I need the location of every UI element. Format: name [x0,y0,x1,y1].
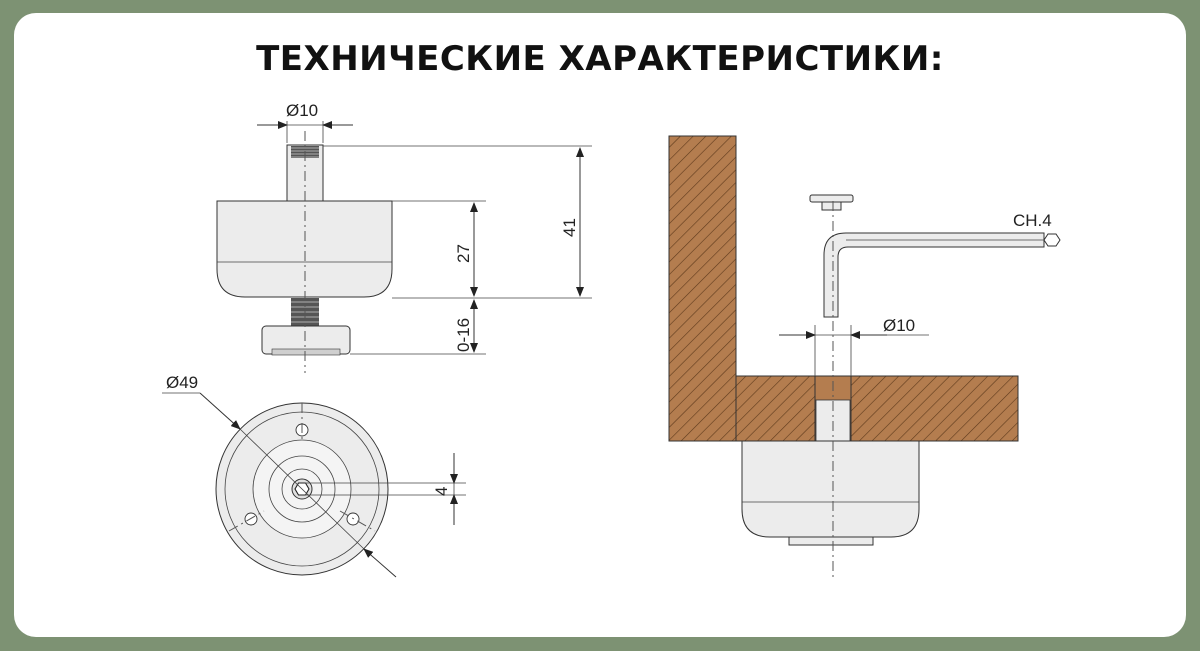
hex-size-label: 4 [432,487,451,496]
foot-body [216,200,393,298]
total-height-label: 41 [560,218,579,237]
technical-drawing: Ø10 41 27 0-16 [162,101,1061,578]
installed-foot [741,440,920,538]
installation-view: CH.4 Ø10 [668,135,1061,578]
cover-cap [809,194,854,211]
stem-diameter-label: Ø10 [286,101,318,120]
installed-pad [788,536,874,546]
plan-view: Ø49 4 [162,373,466,578]
adjust-range-label: 0-16 [454,318,473,352]
base-diameter-label: Ø49 [166,373,198,392]
spec-card: ТЕХНИЧЕСКИЕ ХАРАКТЕРИСТИКИ: [14,13,1186,637]
hole-diameter-label: Ø10 [883,316,915,335]
page-title: ТЕХНИЧЕСКИЕ ХАРАКТЕРИСТИКИ: [256,39,944,79]
hex-key-tip [1043,233,1061,247]
hex-key-label: CH.4 [1013,211,1052,230]
side-panel [668,135,737,442]
hex-key [823,232,1045,318]
side-view: Ø10 41 27 0-16 [216,101,592,373]
body-height-label: 27 [454,244,473,263]
bottom-panel [735,375,1019,442]
